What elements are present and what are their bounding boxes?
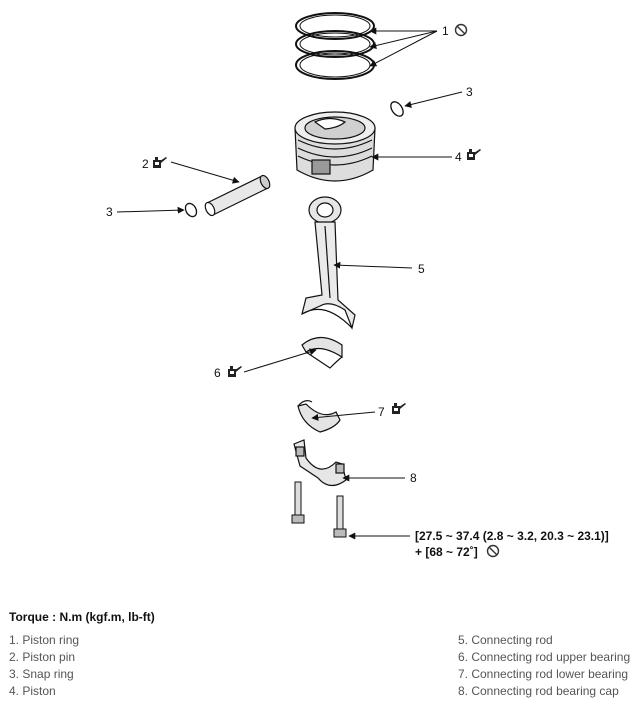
leader-lines — [116, 27, 463, 540]
connecting-rod-lower-bearing — [297, 400, 341, 433]
torque-units-title: Torque : N.m (kgf.m, lb-ft) — [9, 610, 155, 624]
connecting-rod — [301, 196, 356, 331]
torque-spec-line2: + [68 ~ 72˚] — [415, 545, 478, 559]
oil-can-icon — [467, 149, 481, 160]
callout-3-lower: 3 — [106, 205, 113, 219]
legend-item: 1. Piston ring — [9, 633, 80, 647]
callout-3-upper: 3 — [466, 85, 473, 99]
cap-bolts — [291, 481, 347, 538]
exploded-parts-diagram: 1 2 3 3 4 5 6 7 8 [27.5 ~ 37.4 (2.8 ~ 3.… — [106, 12, 609, 559]
snap-ring-lower — [184, 202, 198, 218]
snap-ring-upper — [390, 101, 404, 117]
piston-rings — [295, 12, 375, 80]
callout-1: 1 — [442, 24, 449, 38]
prohibited-circle-icon — [454, 23, 468, 37]
legend-item: 6. Connecting rod upper bearing — [458, 650, 631, 664]
oil-can-icon — [228, 366, 242, 377]
legend-item: 5. Connecting rod — [458, 633, 553, 647]
legend-item: 2. Piston pin — [9, 650, 76, 664]
callout-2: 2 — [142, 157, 149, 171]
oil-can-icon — [153, 157, 167, 168]
callout-8: 8 — [410, 471, 417, 485]
legend-item: 3. Snap ring — [9, 667, 74, 681]
torque-spec-line1: [27.5 ~ 37.4 (2.8 ~ 3.2, 20.3 ~ 23.1)] — [415, 529, 609, 543]
callout-6: 6 — [214, 366, 221, 380]
connecting-rod-bearing-cap — [293, 439, 347, 487]
parts-legend-right: 5. Connecting rod 6. Connecting rod uppe… — [458, 632, 630, 700]
callout-7: 7 — [378, 405, 385, 419]
parts-legend-left: 1. Piston ring 2. Piston pin 3. Snap rin… — [9, 632, 79, 700]
legend-item: 4. Piston — [9, 684, 56, 698]
legend-item: 8. Connecting rod bearing cap — [458, 684, 619, 698]
oil-can-icon — [392, 403, 406, 414]
legend-item: 7. Connecting rod lower bearing — [458, 667, 629, 681]
piston-pin — [204, 174, 271, 217]
piston — [294, 111, 376, 182]
callout-4: 4 — [455, 150, 462, 164]
prohibited-circle-icon — [486, 544, 500, 558]
callout-5: 5 — [418, 262, 425, 276]
